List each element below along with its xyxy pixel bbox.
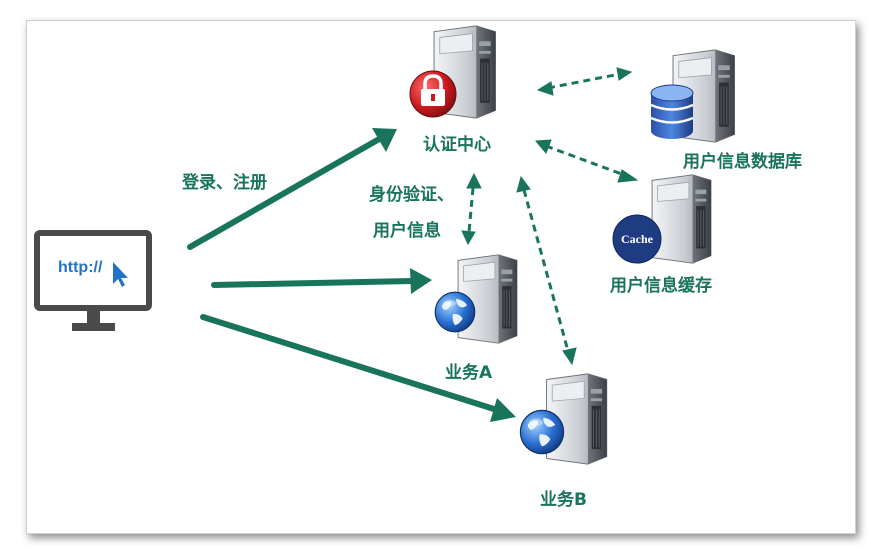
dashed-arrow-auth-cache [534, 139, 639, 183]
auth-center-server-icon [409, 25, 496, 119]
auth-info-label-line1: 身份验证、 [369, 185, 454, 205]
globe-icon [434, 291, 476, 333]
service-b-server-icon [519, 373, 608, 465]
arrow-client-to-service-b [200, 314, 516, 422]
dashed-arrow-auth-db [536, 67, 633, 96]
auth-center-label: 认证中心 [423, 135, 491, 155]
globe-icon [519, 409, 565, 455]
user-db-label: 用户信息数据库 [683, 152, 802, 172]
login-register-label: 登录、注册 [182, 173, 267, 193]
service-a-server-icon [434, 254, 518, 344]
mouse-cursor-icon [113, 262, 128, 287]
database-server-icon [650, 49, 736, 143]
database-icon [650, 84, 694, 139]
dashed-arrow-auth-service-b [516, 175, 577, 366]
arrow-client-to-service-a [211, 268, 432, 294]
lock-icon [409, 70, 457, 118]
cache-server-icon: Cache [612, 174, 712, 264]
user-cache-label: 用户信息缓存 [610, 276, 712, 296]
client-monitor-icon [34, 230, 152, 331]
dashed-arrow-auth-service-a [461, 172, 482, 246]
service-b-label: 业务B [540, 490, 587, 510]
cache-badge-icon: Cache [612, 214, 662, 264]
cache-badge-label: Cache [621, 232, 654, 246]
client-url-text: http:// [58, 259, 103, 276]
service-a-label: 业务A [445, 363, 493, 383]
auth-info-label-line2: 用户信息 [373, 221, 441, 241]
arrow-login-to-auth [187, 128, 397, 250]
